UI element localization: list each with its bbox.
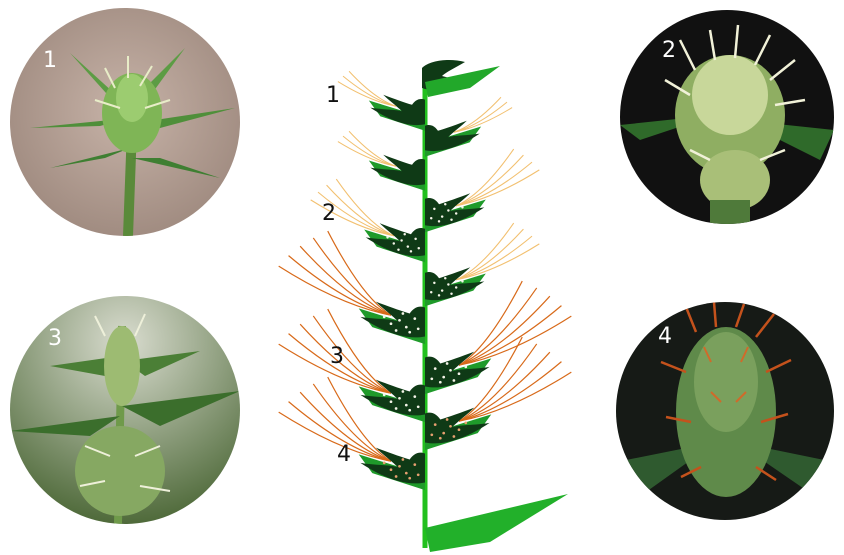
stage-label: 3 xyxy=(330,344,344,369)
trichome-dot xyxy=(407,245,409,247)
trichome-dot xyxy=(439,437,442,440)
trichome-dot xyxy=(395,329,398,332)
trichome-dot xyxy=(398,465,401,468)
trichome-dot xyxy=(390,322,393,325)
trichome-dot xyxy=(434,423,437,426)
trichome-dot xyxy=(395,407,398,410)
stage-label: 4 xyxy=(337,442,351,467)
trichome-dot xyxy=(438,220,440,222)
trichome-dot xyxy=(453,379,456,382)
trichome-dot xyxy=(449,425,452,428)
trichome-dot xyxy=(383,316,386,319)
trichome-dot xyxy=(398,319,401,322)
trichome-dot xyxy=(393,242,395,244)
trichome-dot xyxy=(398,397,401,400)
pistil xyxy=(327,185,394,236)
pistil xyxy=(459,281,522,365)
trichome-dot xyxy=(414,238,416,240)
trichome-dot xyxy=(405,326,408,329)
trichome-dot xyxy=(390,468,393,471)
trichome-dot xyxy=(434,367,437,370)
trichome-dot xyxy=(395,475,398,478)
stage-label: 2 xyxy=(322,201,336,226)
base-leaf xyxy=(425,494,568,552)
trichome-dot xyxy=(464,366,467,369)
trichome-dot xyxy=(405,472,408,475)
trichome-dot xyxy=(439,381,442,384)
pistil xyxy=(456,155,523,206)
stage-label: 1 xyxy=(326,83,340,108)
trichome-dot xyxy=(397,249,399,251)
trichome-dot xyxy=(455,212,457,214)
trichome-dot xyxy=(417,327,420,330)
trichome-dot xyxy=(447,209,449,211)
trichome-dot xyxy=(464,422,467,425)
trichome-dot xyxy=(433,282,435,284)
trichome-dot xyxy=(446,362,449,365)
trichome-dot xyxy=(402,458,405,461)
trichome-dot xyxy=(410,250,412,252)
trichome-dot xyxy=(438,294,440,296)
trichome-dot xyxy=(447,283,449,285)
pistil xyxy=(349,71,396,106)
pistil xyxy=(456,229,523,280)
trichome-dot xyxy=(446,418,449,421)
pistil xyxy=(454,97,501,132)
trichome-dot xyxy=(458,428,461,431)
pistil xyxy=(349,131,396,166)
trichome-dot xyxy=(441,289,443,291)
trichome-dot xyxy=(402,390,405,393)
trichome-dot xyxy=(383,394,386,397)
trichome-dot xyxy=(449,369,452,372)
trichome-dot xyxy=(390,400,393,403)
trichome-dot xyxy=(418,247,420,249)
trichome-dot xyxy=(455,286,457,288)
trichome-dot xyxy=(386,236,388,238)
trichome-dot xyxy=(408,409,411,412)
trichome-dot xyxy=(450,219,452,221)
trichome-dot xyxy=(430,377,433,380)
trichome-dot xyxy=(430,217,432,219)
trichome-dot xyxy=(405,404,408,407)
trichome-dot xyxy=(403,233,405,235)
trichome-dot xyxy=(417,405,420,408)
trichome-dot xyxy=(413,463,416,466)
trichome-dot xyxy=(444,277,446,279)
trichome-dot xyxy=(400,239,402,241)
trichome-dot xyxy=(413,317,416,320)
trichome-dot xyxy=(430,291,432,293)
trichome-dot xyxy=(383,462,386,465)
trichome-dot xyxy=(458,372,461,375)
trichome-dot xyxy=(461,280,463,282)
trichome-dot xyxy=(417,473,420,476)
trichome-dot xyxy=(413,395,416,398)
trichome-dot xyxy=(430,433,433,436)
trichome-dot xyxy=(442,432,445,435)
trichome-dot xyxy=(402,312,405,315)
trichome-dot xyxy=(453,435,456,438)
trichome-dot xyxy=(442,376,445,379)
trichome-dot xyxy=(433,208,435,210)
trichome-dot xyxy=(441,215,443,217)
trichome-dot xyxy=(408,331,411,334)
trichome-dot xyxy=(450,293,452,295)
trichome-dot xyxy=(444,203,446,205)
trichome-dot xyxy=(461,206,463,208)
trichome-dot xyxy=(408,477,411,480)
